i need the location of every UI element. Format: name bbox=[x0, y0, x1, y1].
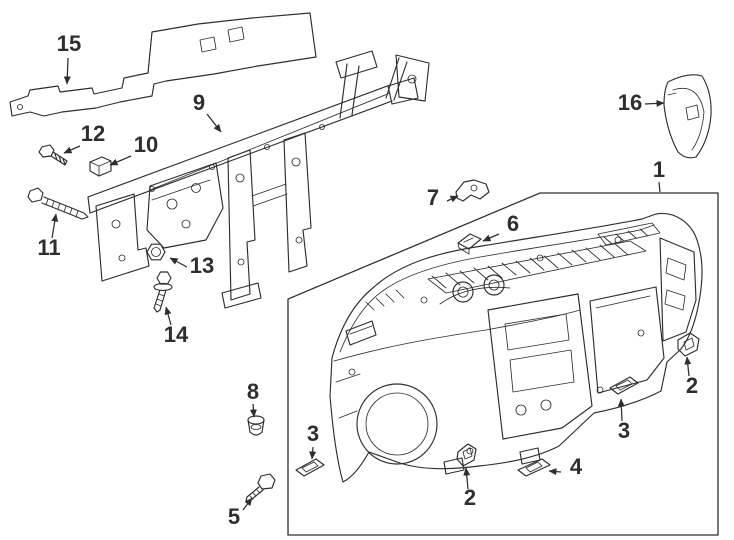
part-insulator-panel bbox=[9, 12, 317, 117]
leader-line-6 bbox=[482, 233, 500, 242]
callout-8[interactable]: 8 bbox=[247, 379, 259, 418]
callout-4[interactable]: 4 bbox=[548, 454, 583, 479]
callout-number-3-left[interactable]: 3 bbox=[307, 421, 319, 446]
callout-5[interactable]: 5 bbox=[228, 497, 253, 529]
callout-1[interactable]: 1 bbox=[653, 157, 665, 193]
part-bolt-small bbox=[38, 144, 68, 166]
leader-line-9 bbox=[206, 113, 222, 133]
leader-line-2-bottom bbox=[463, 467, 471, 490]
callout-10[interactable]: 10 bbox=[109, 132, 158, 166]
callout-number-10[interactable]: 10 bbox=[134, 132, 158, 157]
callout-7[interactable]: 7 bbox=[427, 185, 459, 210]
callout-number-16[interactable]: 16 bbox=[618, 90, 642, 115]
callout-number-13[interactable]: 13 bbox=[190, 253, 214, 278]
leader-line-1 bbox=[658, 181, 661, 193]
part-clip-4 bbox=[517, 458, 551, 477]
callout-12[interactable]: 12 bbox=[63, 121, 105, 154]
part-grommet-clip bbox=[247, 415, 265, 436]
callout-16[interactable]: 16 bbox=[618, 90, 665, 115]
leader-line-3-left bbox=[309, 446, 317, 460]
part-end-cap-panel bbox=[663, 74, 712, 159]
callout-number-8[interactable]: 8 bbox=[247, 379, 259, 404]
part-clip-nut bbox=[89, 156, 112, 177]
part-small-bracket bbox=[455, 179, 490, 202]
callout-number-12[interactable]: 12 bbox=[81, 121, 105, 146]
part-bolt-bottom bbox=[245, 473, 276, 502]
part-clip-2-bottom bbox=[456, 443, 477, 467]
leader-line-5 bbox=[242, 497, 253, 511]
callout-number-2-bottom[interactable]: 2 bbox=[464, 485, 476, 510]
leader-line-13 bbox=[169, 257, 188, 268]
leader-line-3-right bbox=[617, 398, 625, 422]
leader-line-4 bbox=[548, 468, 562, 476]
callout-14[interactable]: 14 bbox=[164, 306, 189, 347]
leader-line-8 bbox=[249, 403, 257, 418]
callout-number-14[interactable]: 14 bbox=[164, 322, 189, 347]
callout-number-5[interactable]: 5 bbox=[228, 504, 240, 529]
callout-3-left[interactable]: 3 bbox=[307, 421, 319, 460]
callout-number-4[interactable]: 4 bbox=[570, 454, 583, 479]
callout-11[interactable]: 11 bbox=[37, 213, 61, 260]
callout-15[interactable]: 15 bbox=[57, 31, 81, 85]
leader-line-15 bbox=[63, 57, 71, 85]
callout-number-7[interactable]: 7 bbox=[427, 185, 439, 210]
part-clip-2-right bbox=[677, 332, 700, 357]
callout-number-15[interactable]: 15 bbox=[57, 31, 81, 56]
callout-number-9[interactable]: 9 bbox=[193, 90, 205, 115]
callout-number-11[interactable]: 11 bbox=[37, 235, 60, 260]
part-flange-bolt bbox=[153, 271, 173, 313]
leader-line-2-right bbox=[684, 356, 692, 377]
callout-number-3-right[interactable]: 3 bbox=[618, 418, 630, 443]
leader-line-11 bbox=[51, 213, 59, 239]
part-reinforcement-beam bbox=[87, 50, 430, 309]
leader-line-7 bbox=[446, 195, 459, 203]
callout-2-right[interactable]: 2 bbox=[684, 356, 698, 398]
callout-13[interactable]: 13 bbox=[169, 253, 214, 278]
callout-6[interactable]: 6 bbox=[482, 211, 519, 242]
part-long-screw bbox=[27, 187, 89, 220]
part-hex-nut bbox=[146, 243, 166, 261]
callout-3-right[interactable]: 3 bbox=[617, 398, 630, 443]
callout-9[interactable]: 9 bbox=[193, 90, 222, 133]
leader-line-16 bbox=[644, 99, 665, 107]
callout-2-bottom[interactable]: 2 bbox=[463, 467, 476, 510]
part-retainer-clip bbox=[457, 233, 482, 255]
part-instrument-panel bbox=[329, 212, 703, 483]
part-clip-3-right bbox=[609, 376, 639, 395]
leader-line-12 bbox=[63, 145, 81, 154]
callout-number-1[interactable]: 1 bbox=[653, 157, 665, 182]
leader-line-14 bbox=[164, 306, 172, 326]
part-clip-3-left bbox=[295, 458, 325, 477]
assembly-boundary-box bbox=[287, 192, 719, 536]
leader-line-10 bbox=[109, 155, 132, 166]
callout-number-2-right[interactable]: 2 bbox=[686, 373, 698, 398]
callout-number-6[interactable]: 6 bbox=[507, 211, 519, 236]
